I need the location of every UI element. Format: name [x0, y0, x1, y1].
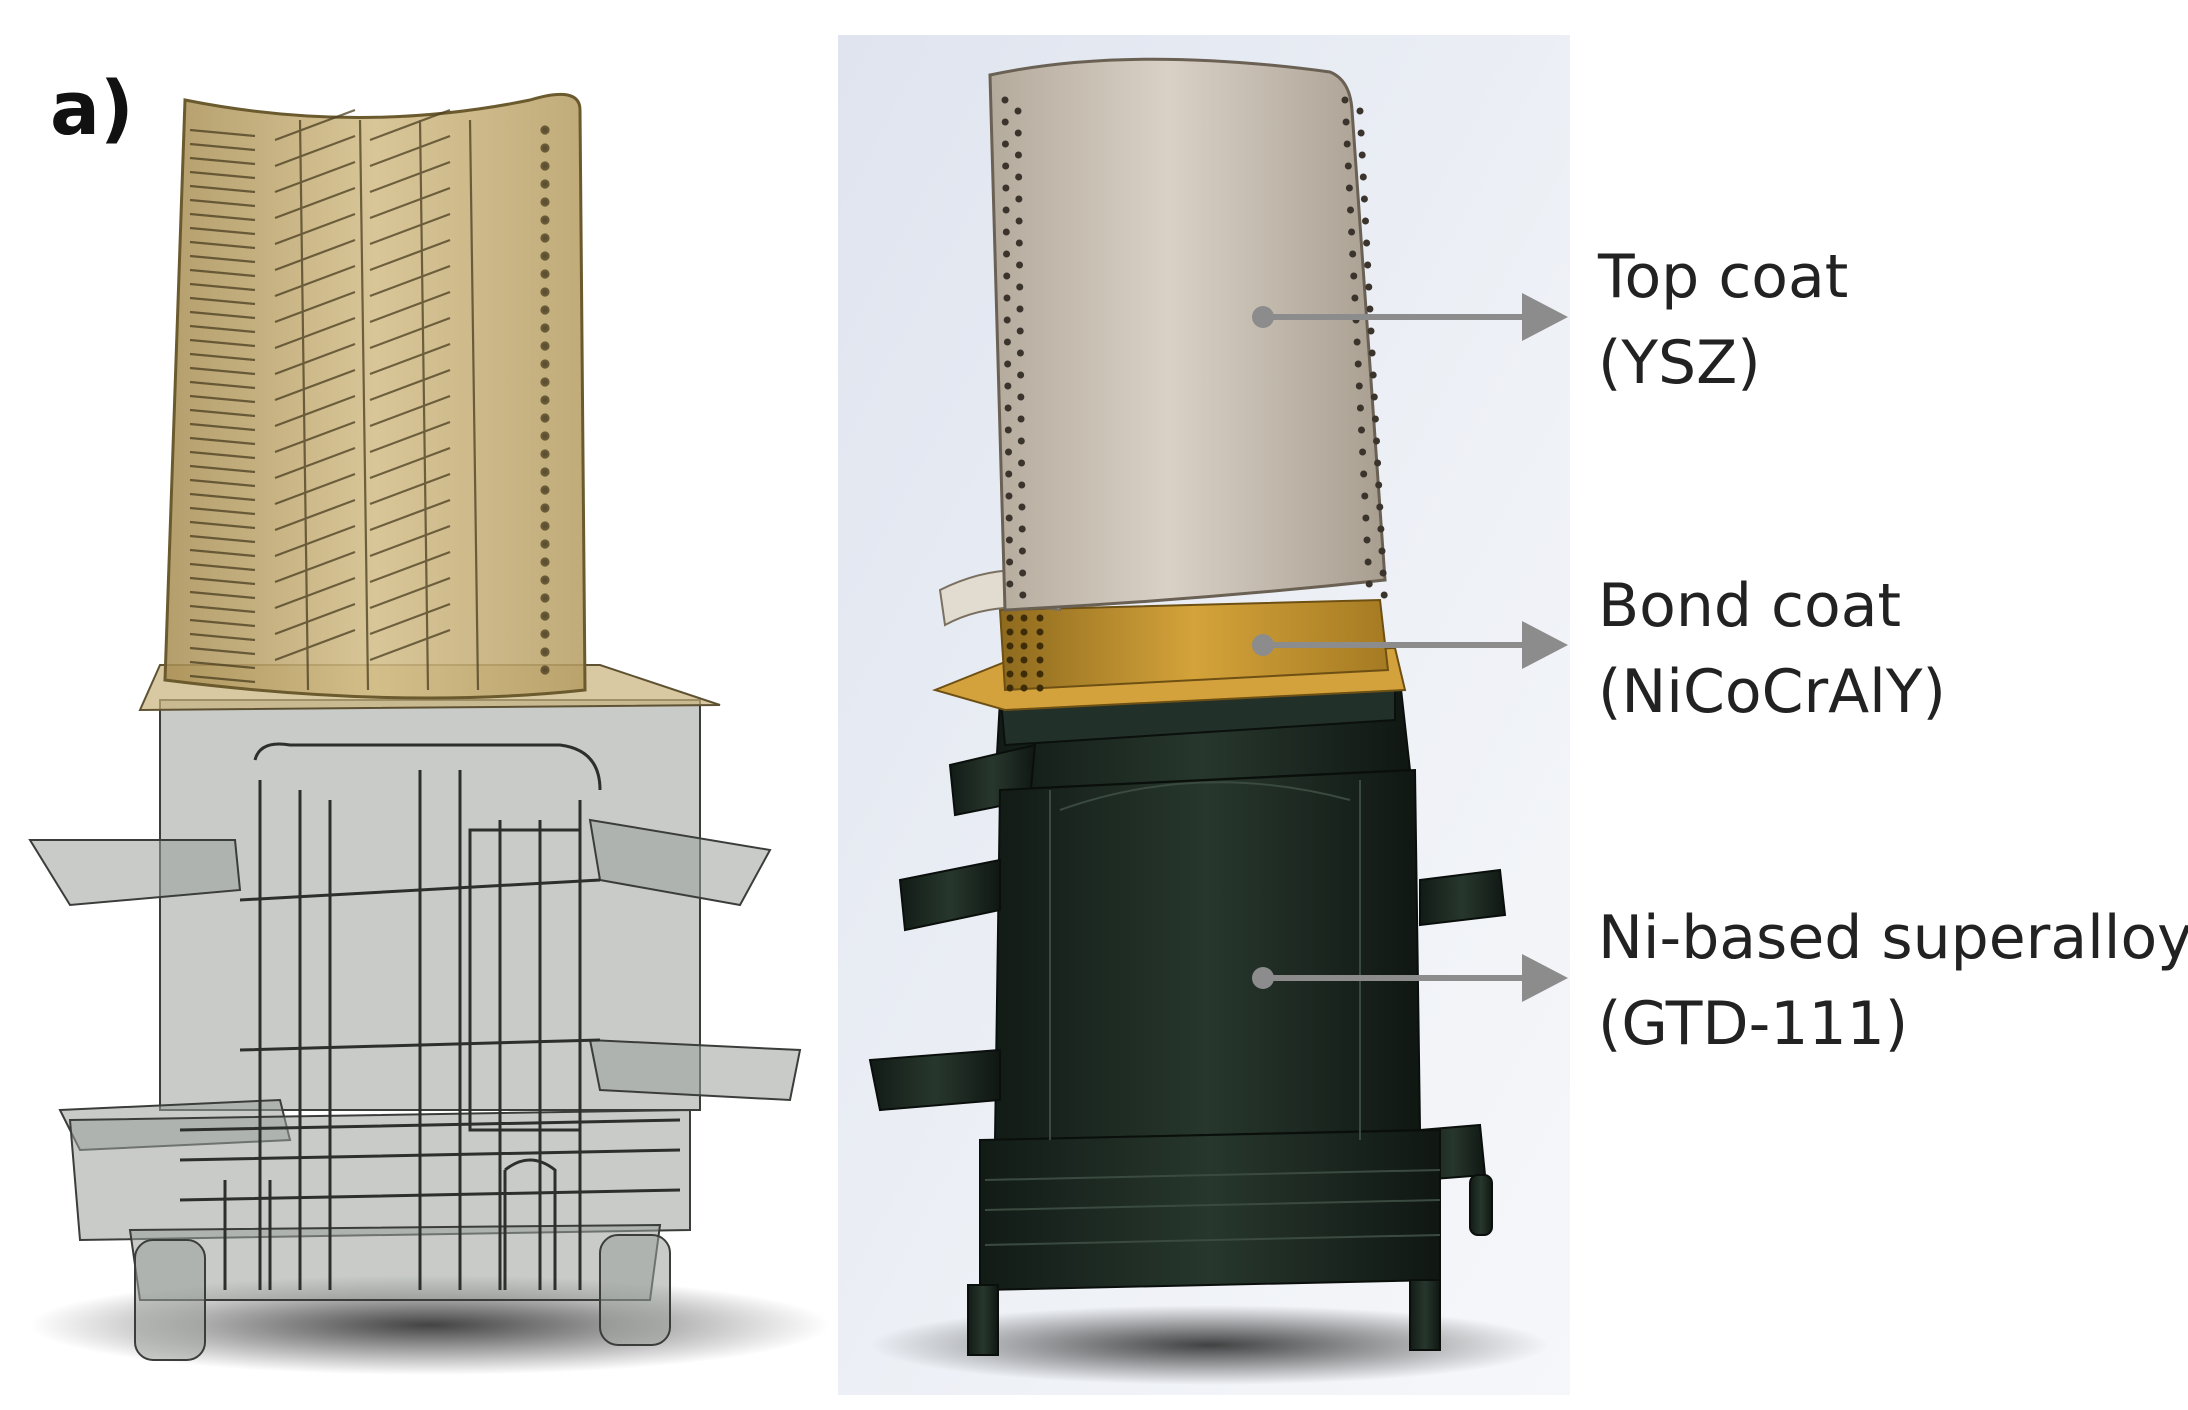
bond-coat-material: (NiCoCrAlY): [1598, 657, 1946, 727]
superalloy-material: (GTD-111): [1598, 989, 1909, 1059]
top-coat-layer: [938, 57, 1388, 627]
callout-top-coat: Top coat (YSZ): [1598, 234, 1848, 406]
panel-a-airfoil: [163, 92, 587, 700]
arrow-superalloy: [1252, 954, 1568, 1002]
superalloy-details: [984, 780, 1441, 1246]
callout-superalloy: Ni-based superalloy (GTD-111): [1598, 895, 2188, 1067]
panel-a-internal-channels: [179, 742, 681, 1290]
callout-arrows: [1252, 293, 1568, 1002]
top-coat-material: (YSZ): [1598, 328, 1761, 398]
top-coat-name: Top coat: [1598, 242, 1849, 312]
arrow-bond-coat: [1252, 621, 1568, 669]
panel-a-label: a): [50, 66, 134, 152]
panel-b-shadow: [870, 1305, 1550, 1385]
panel-a-wireframe-blade: [28, 92, 830, 1375]
arrow-top-coat: [1252, 293, 1568, 341]
bond-coat-layer: [931, 598, 1407, 712]
bond-coat-name: Bond coat: [1598, 571, 1902, 641]
panel-a-root: [28, 699, 802, 1361]
callout-bond-coat: Bond coat (NiCoCrAlY): [1598, 563, 1946, 735]
panel-b-rendered-blade: [838, 35, 1570, 1395]
superalloy-name: Ni-based superalloy: [1598, 903, 2188, 973]
